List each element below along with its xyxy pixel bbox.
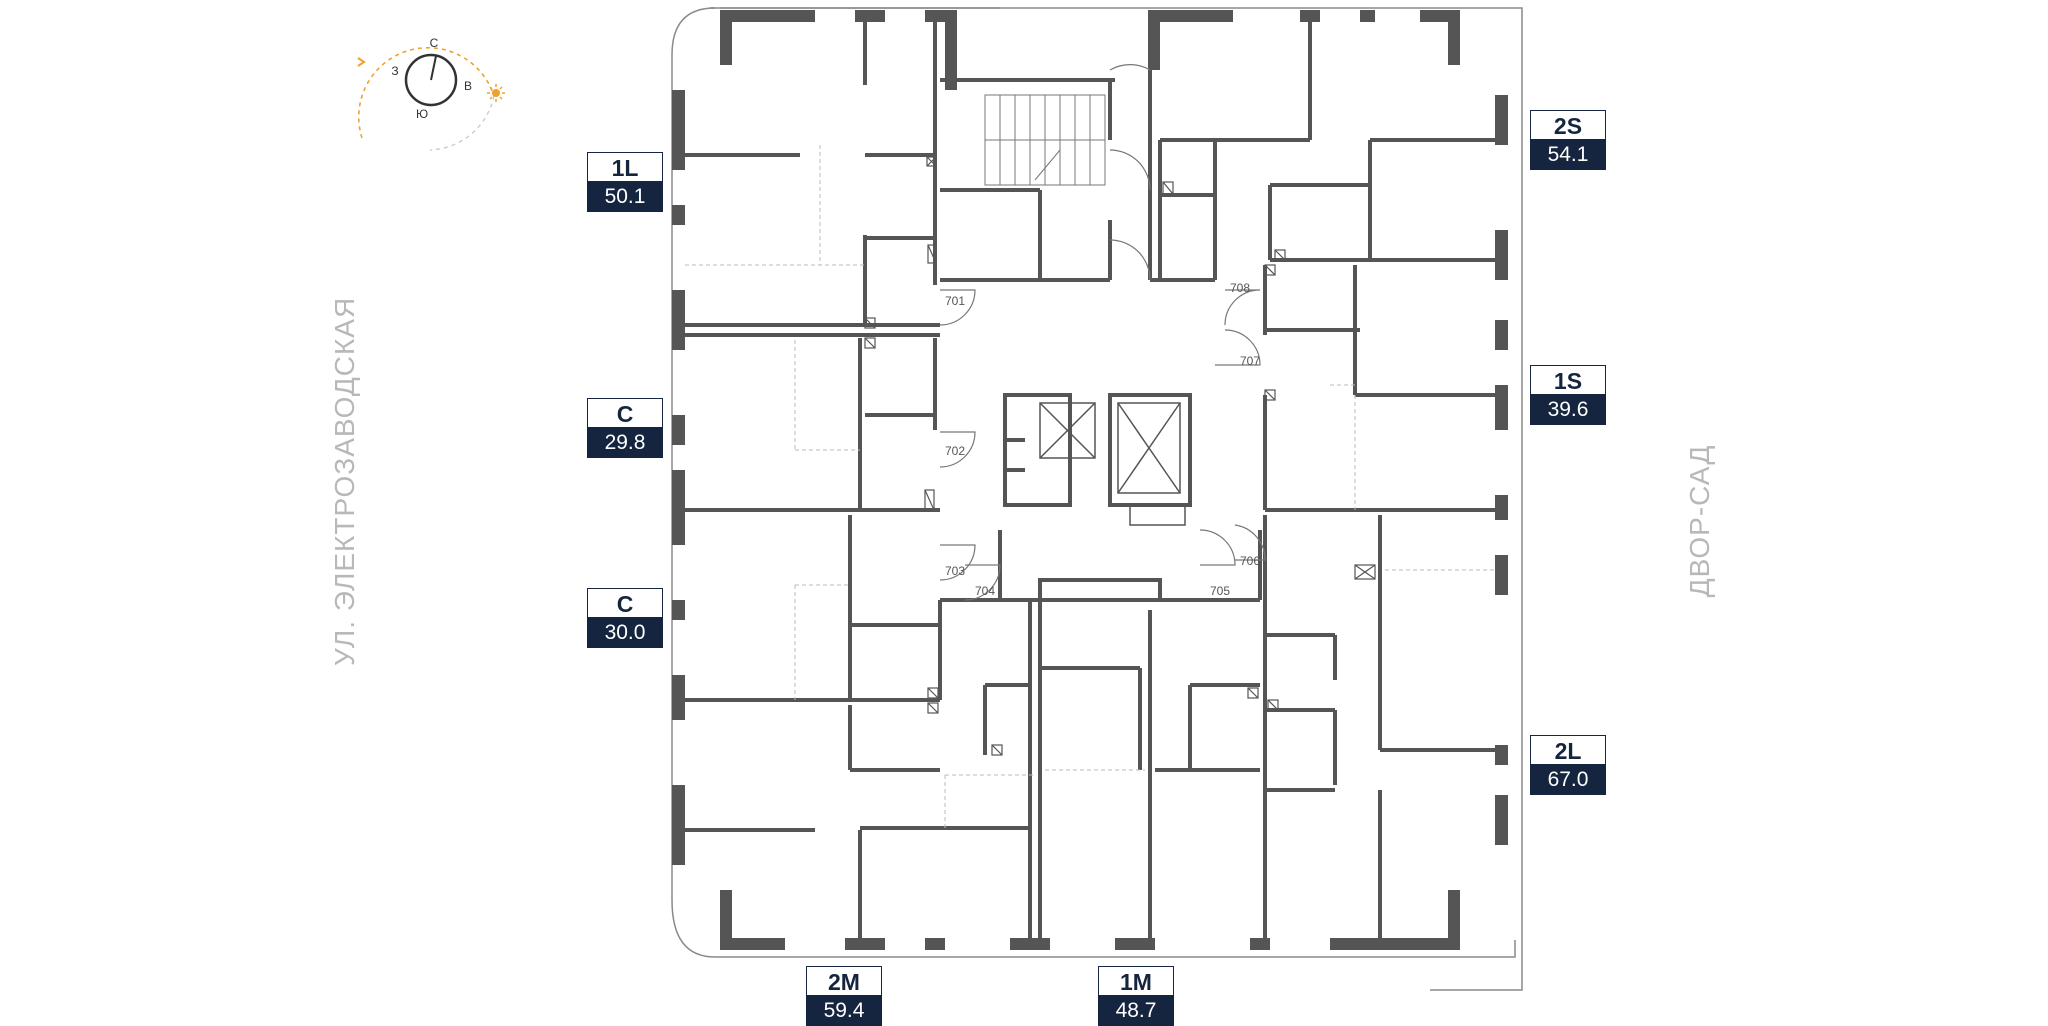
- apartment-badge-2l[interactable]: 2L 67.0: [1530, 735, 1606, 795]
- compass-needle: [430, 55, 437, 81]
- compass-east: В: [464, 79, 472, 93]
- zone-dividers: [685, 145, 1495, 828]
- unit-number-704: 704: [975, 584, 995, 598]
- exterior-walls: [672, 10, 1508, 950]
- interior-walls: [685, 20, 1495, 945]
- apartment-badge-1s[interactable]: 1S 39.6: [1530, 365, 1606, 425]
- apartment-area: 39.6: [1530, 395, 1606, 425]
- apartment-area: 29.8: [587, 428, 663, 458]
- compass-west: З: [391, 64, 398, 78]
- apartment-code: C: [587, 588, 663, 618]
- staircase: [984, 94, 1106, 186]
- unit-number-706: 706: [1240, 554, 1260, 568]
- apartment-badge-2s[interactable]: 2S 54.1: [1530, 110, 1606, 170]
- apartment-code: 1L: [587, 152, 663, 182]
- compass: С Ю З В: [357, 36, 505, 151]
- unit-number-703: 703: [945, 564, 965, 578]
- apartment-code: 1M: [1098, 966, 1174, 996]
- apartment-badge-2m[interactable]: 2M 59.4: [806, 966, 882, 1026]
- sun-path-arrow-icon: [357, 57, 366, 67]
- unit-number-701: 701: [945, 294, 965, 308]
- sun-path-night: [429, 95, 495, 151]
- apartment-area: 48.7: [1098, 996, 1174, 1026]
- sun-icon: [487, 84, 505, 102]
- unit-number-702: 702: [945, 444, 965, 458]
- compass-north: С: [430, 36, 439, 50]
- apartment-badge-c-30[interactable]: C 30.0: [587, 588, 663, 648]
- street-east-label: ДВОР-САД: [1684, 444, 1715, 598]
- compass-dial: [404, 53, 458, 107]
- envelope: [671, 7, 1523, 991]
- apartment-code: 1S: [1530, 365, 1606, 395]
- unit-number-707: 707: [1240, 354, 1260, 368]
- sun-path: [357, 46, 495, 139]
- apartment-code: C: [587, 398, 663, 428]
- unit-number-705: 705: [1210, 584, 1230, 598]
- apartment-badge-c-29[interactable]: C 29.8: [587, 398, 663, 458]
- apartment-area: 59.4: [806, 996, 882, 1026]
- apartment-code: 2L: [1530, 735, 1606, 765]
- unit-number-708: 708: [1230, 281, 1250, 295]
- apartment-area: 50.1: [587, 182, 663, 212]
- apartment-badge-1l[interactable]: 1L 50.1: [587, 152, 663, 212]
- apartment-area: 54.1: [1530, 140, 1606, 170]
- apartment-area: 30.0: [587, 618, 663, 648]
- apartment-code: 2M: [806, 966, 882, 996]
- elevators: [1039, 402, 1186, 526]
- compass-south: Ю: [416, 107, 428, 121]
- apartment-badge-1m[interactable]: 1M 48.7: [1098, 966, 1174, 1026]
- vent-shafts: [864, 156, 1376, 756]
- doors: [939, 64, 1266, 601]
- apartment-code: 2S: [1530, 110, 1606, 140]
- street-west-label: УЛ. ЭЛЕКТРОЗАВОДСКАЯ: [329, 296, 360, 666]
- apartment-area: 67.0: [1530, 765, 1606, 795]
- unit-numbers: 701 702 703 704 705 706 707 708: [945, 281, 1260, 598]
